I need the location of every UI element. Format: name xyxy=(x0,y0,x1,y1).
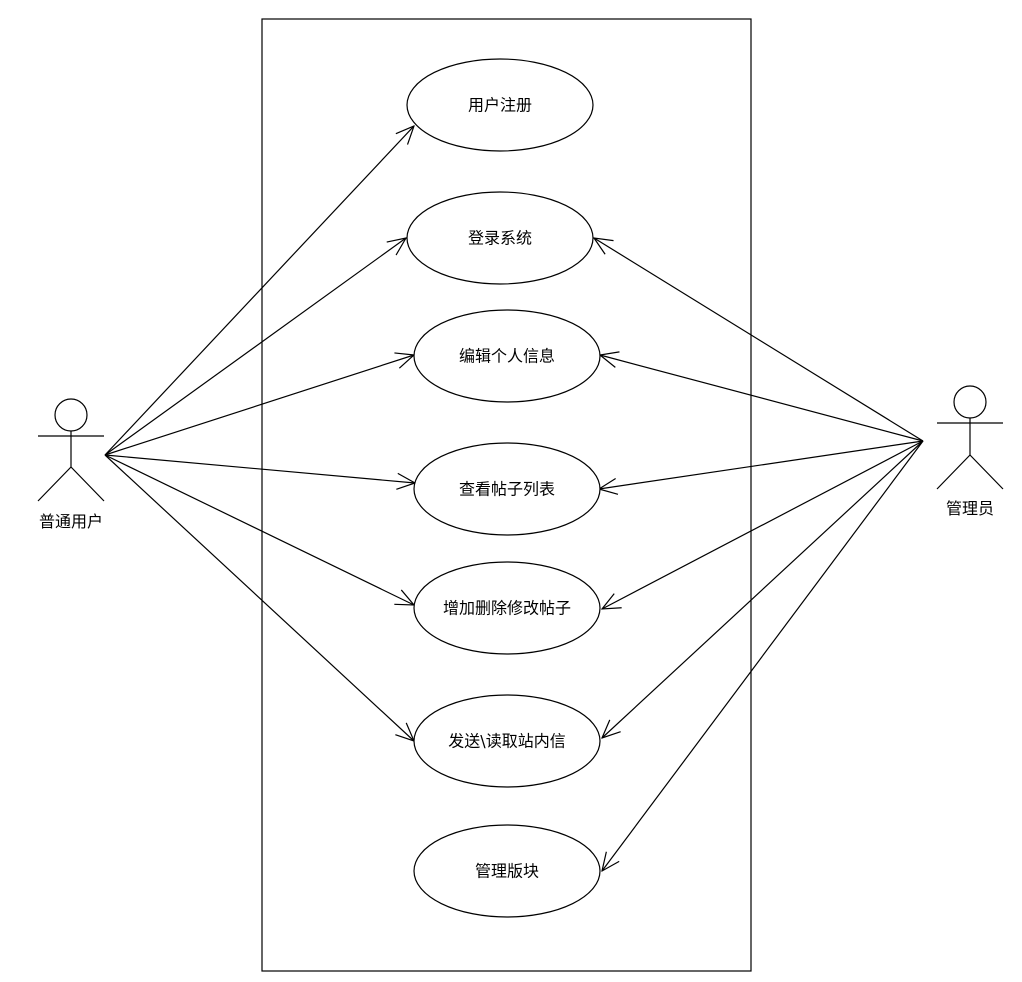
use-case-login[interactable]: 登录系统 xyxy=(406,191,594,285)
use-case-label: 增加删除修改帖子 xyxy=(443,599,571,618)
actor-administrator[interactable]: 管理员 xyxy=(936,385,1004,518)
use-case-manage-posts[interactable]: 增加删除修改帖子 xyxy=(413,561,601,655)
assoc-admin-messages xyxy=(602,440,924,738)
system-boundary xyxy=(261,18,752,972)
actor-regular-user[interactable]: 普通用户 xyxy=(37,398,105,531)
use-case-label: 管理版块 xyxy=(475,862,539,881)
assoc-admin-view-posts xyxy=(599,440,924,489)
assoc-admin-manage-posts xyxy=(602,440,924,609)
use-case-label: 用户注册 xyxy=(468,96,532,115)
actor-label: 管理员 xyxy=(946,499,994,518)
use-case-label: 编辑个人信息 xyxy=(459,347,555,366)
assoc-admin-login xyxy=(594,238,924,442)
use-case-manage-boards[interactable]: 管理版块 xyxy=(413,824,601,918)
actor-head xyxy=(953,385,987,419)
assoc-user-view-posts xyxy=(104,454,415,483)
actor-left-leg xyxy=(37,466,72,502)
use-case-label: 登录系统 xyxy=(468,229,532,248)
association-lines xyxy=(104,126,924,871)
assoc-user-edit-profile xyxy=(104,355,414,456)
use-case-edit-profile[interactable]: 编辑个人信息 xyxy=(413,309,601,403)
assoc-admin-manage-boards xyxy=(602,440,924,871)
use-case-label: 发送\读取站内信 xyxy=(448,732,565,751)
assoc-user-login xyxy=(104,238,406,456)
actor-right-leg xyxy=(70,466,105,502)
use-case-messages[interactable]: 发送\读取站内信 xyxy=(413,694,601,788)
assoc-user-manage-posts xyxy=(104,454,414,605)
use-case-register[interactable]: 用户注册 xyxy=(406,58,594,152)
use-case-view-posts[interactable]: 查看帖子列表 xyxy=(413,442,601,536)
actor-label: 普通用户 xyxy=(39,512,103,531)
use-case-label: 查看帖子列表 xyxy=(459,480,555,499)
actor-head xyxy=(54,398,88,432)
assoc-user-register xyxy=(104,126,414,456)
actor-left-leg xyxy=(936,454,971,490)
assoc-user-messages xyxy=(104,454,414,741)
assoc-admin-edit-profile xyxy=(600,355,924,442)
actor-right-leg xyxy=(969,454,1004,490)
